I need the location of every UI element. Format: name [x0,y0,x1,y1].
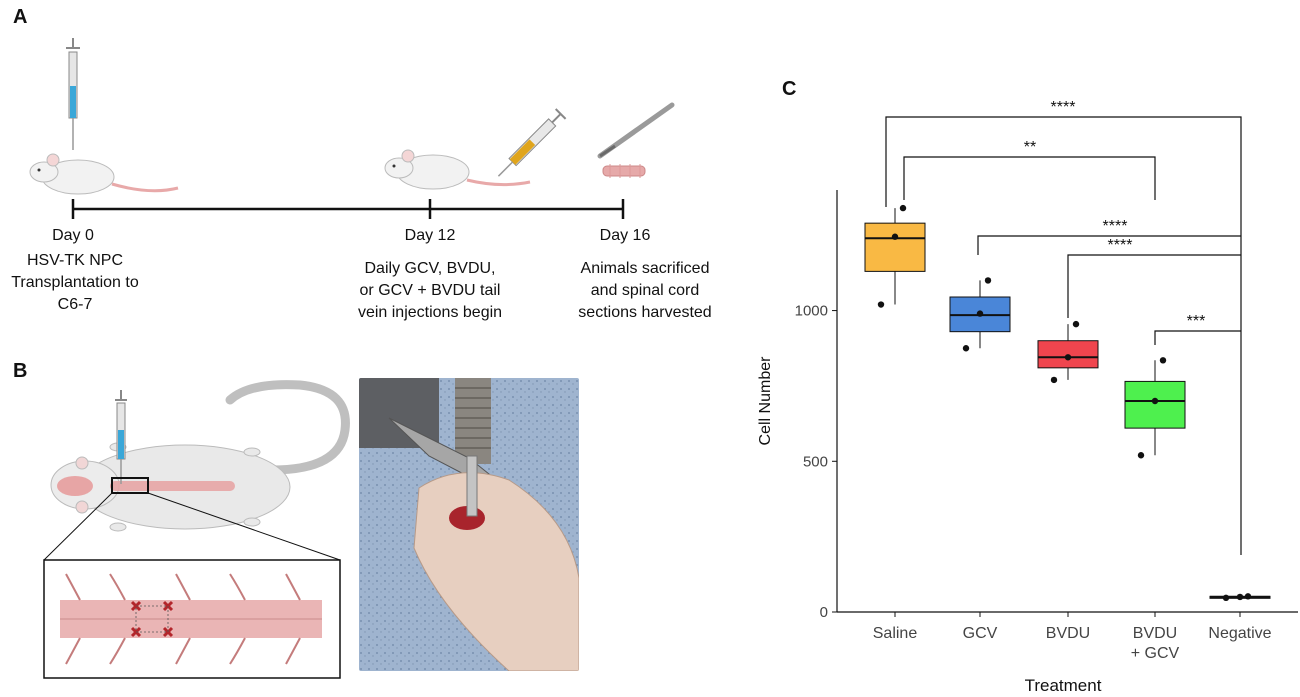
box-saline [864,204,926,308]
y-tick-label: 0 [820,604,828,621]
syringe-icon-b [115,390,127,484]
data-point [1151,397,1159,405]
box-negative [1209,593,1271,602]
day-0-line-2: Transplantation to [11,274,139,291]
data-point [976,310,984,317]
x-tick-label: BVDU [1046,625,1090,642]
significance-label: **** [1051,99,1076,116]
day-0-description: HSV-TK NPC Transplantation to C6-7 [0,250,155,316]
box-bvdu-gcv [1124,357,1186,459]
box-bvdu [1037,320,1099,384]
significance-label: **** [1103,218,1128,235]
mouse-icon-day0 [29,153,179,195]
data-point [1244,593,1252,600]
surgery-photo-drawing [359,378,579,671]
data-point [1159,357,1167,364]
bracket-line [903,156,1156,200]
box-body [864,222,926,272]
day-0-line-1: HSV-TK NPC [26,252,123,269]
x-tick-label: Saline [873,625,918,642]
day-12-line-2: or GCV + BVDU tail [359,282,501,299]
scalpel-icon [597,102,675,159]
data-point [1222,594,1230,602]
data-point [1137,452,1145,459]
data-point [1236,593,1244,601]
x-tick-label: Negative [1208,625,1271,642]
significance-label: **** [1108,237,1133,254]
x-axis-title: Treatment [1025,676,1102,695]
panel-letter-a: A [13,6,28,28]
box-body [1124,380,1186,429]
spinal-cord-inset [43,559,341,679]
surgery-photo [359,378,579,671]
box-gcv [949,277,1011,352]
bracket-line [1154,330,1241,345]
mouse-icon-day12 [384,149,531,190]
day-12-label: Day 12 [404,227,456,244]
x-tick-label: + GCV [1131,645,1180,662]
panel-letter-b: B [13,360,28,382]
day-0-line-3: C6-7 [57,296,93,313]
day-0-label: Day 0 [52,227,94,244]
data-point [899,204,907,212]
data-point [877,301,885,308]
panel-letter-c: C [782,78,797,100]
bracket-line [977,235,1241,255]
significance-label: *** [1187,313,1206,330]
significance-bracket: **** [1067,237,1241,318]
significance-label: ** [1024,139,1036,156]
day-16-line-1: Animals sacrificed [580,260,710,277]
data-point [962,345,970,352]
significance-brackets: ***************** [885,99,1242,555]
bracket-line [1067,254,1241,318]
significance-bracket: **** [885,99,1242,555]
injection-syringe-icon [497,108,567,177]
x-tick-label: BVDU [1133,625,1177,642]
day-12-description: Daily GCV, BVDU, or GCV + BVDU tail vein… [335,258,525,324]
syringe-icon [66,38,80,150]
surgery-diagram [43,380,350,679]
day-16-line-3: sections harvested [578,304,712,321]
data-point [1072,320,1080,328]
y-axis-title: Cell Number [757,356,774,446]
y-tick-label: 500 [803,453,828,470]
timeline-axis [71,199,625,219]
significance-bracket: ** [903,139,1156,200]
data-point [1064,354,1072,361]
chart-boxes [864,204,1271,602]
y-tick-label: 1000 [795,303,828,320]
spinal-cord-section-icon [602,164,646,178]
day-16-description: Animals sacrificed and spinal cord secti… [560,258,730,324]
timeline-illustration [29,38,675,219]
data-point [1050,376,1058,384]
data-point [891,233,899,240]
day-16-line-2: and spinal cord [590,282,700,299]
day-12-line-1: Daily GCV, BVDU, [364,260,496,277]
day-16-label: Day 16 [599,227,651,244]
x-tick-label: GCV [963,625,998,642]
day-12-line-3: vein injections begin [357,304,503,321]
significance-bracket: *** [1154,313,1241,345]
bracket-line [885,116,1242,555]
data-point [984,277,992,284]
significance-bracket: **** [977,218,1241,255]
